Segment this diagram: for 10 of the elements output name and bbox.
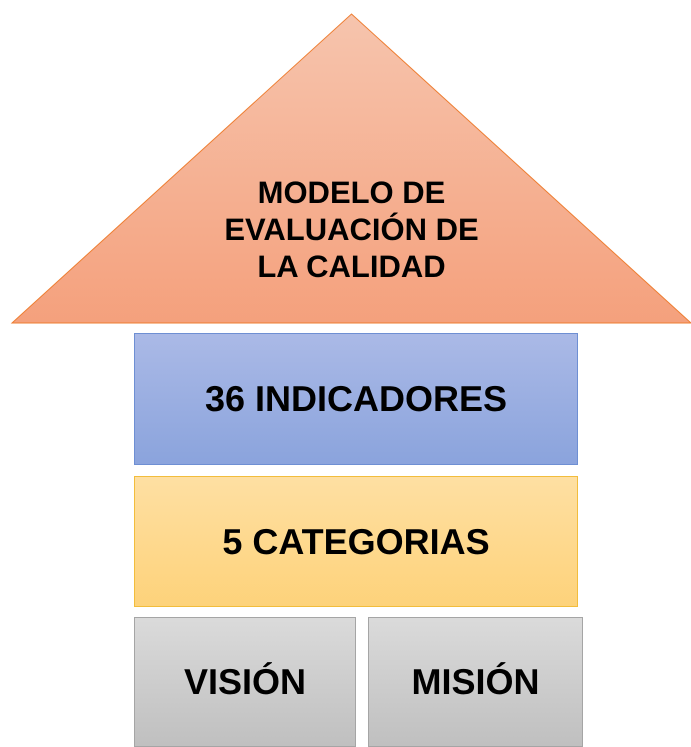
category-block [134, 476, 578, 607]
block-label: 5 CATEGORIAS [222, 520, 490, 564]
block-label: MISIÓN [411, 660, 540, 704]
block-label: VISIÓN [184, 660, 306, 704]
block-label: MODELO DE EVALUACIÓN DE LA CALIDAD [223, 174, 480, 286]
pillar-block [368, 617, 583, 747]
indicator-block [134, 333, 578, 465]
roof-triangle [12, 14, 691, 323]
pillar-block [134, 617, 356, 747]
block-label: 36 INDICADORES [204, 377, 508, 421]
